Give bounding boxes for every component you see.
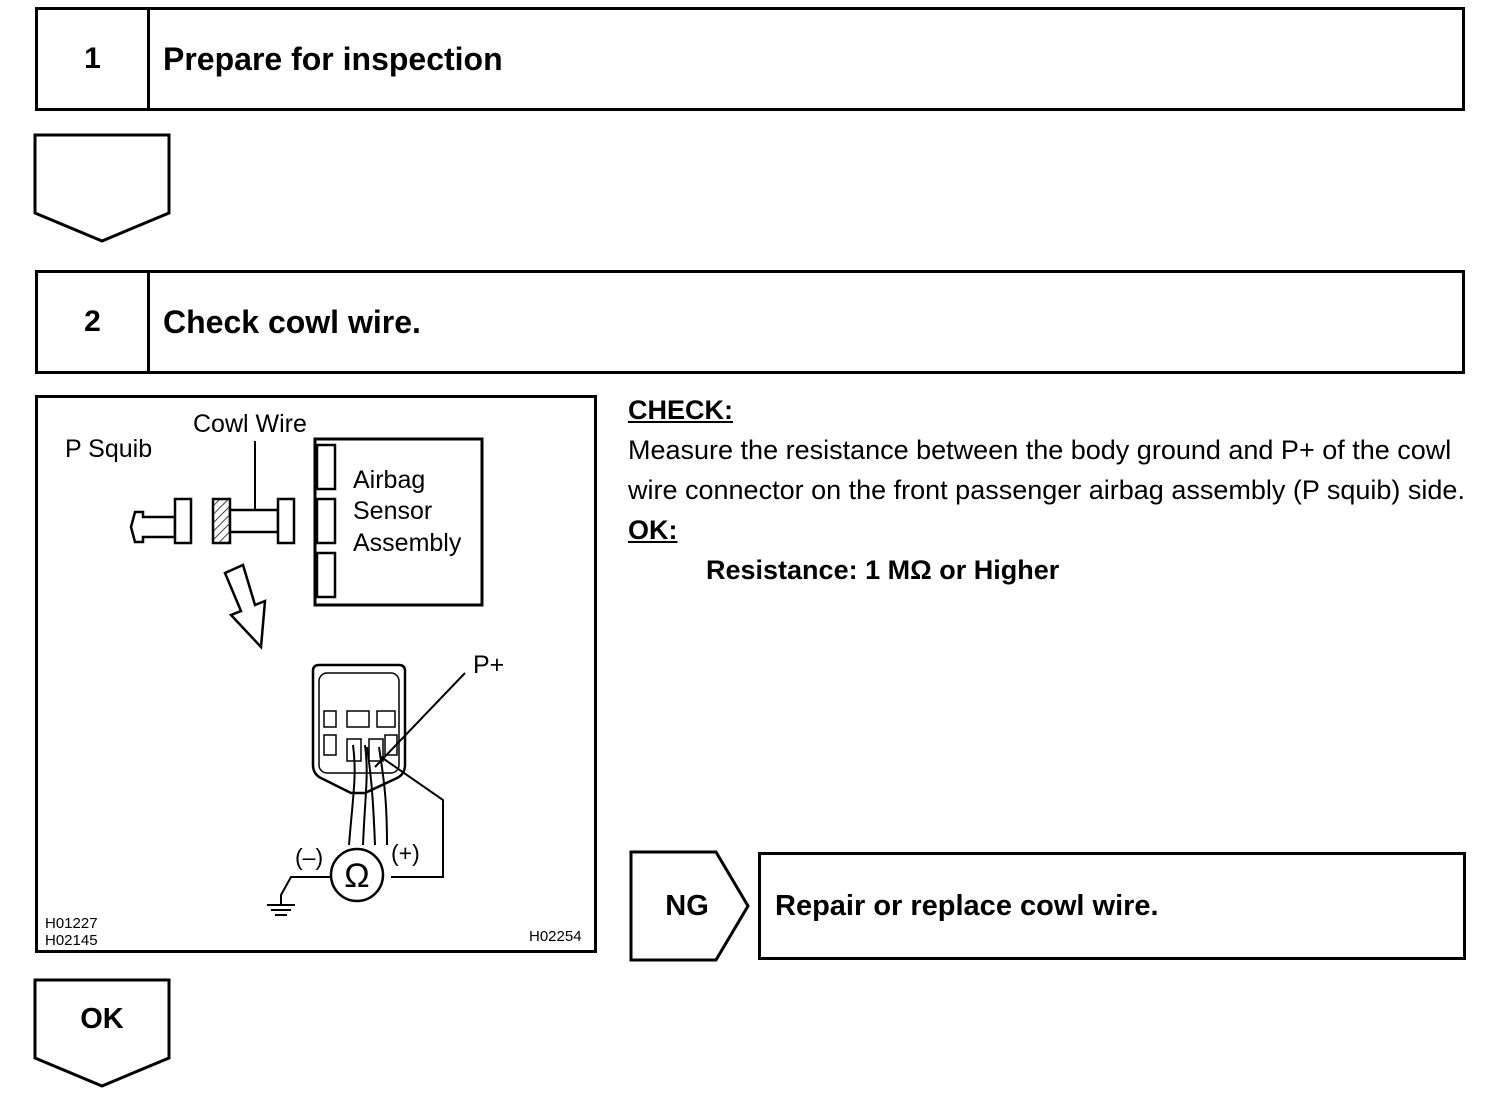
- diagram-label-p-plus: P+: [473, 651, 504, 679]
- ok-arrow-shape: [33, 978, 171, 1088]
- diagram-code-left-1: H01227: [45, 915, 98, 932]
- diagram-code-left-2: H02145: [45, 932, 98, 949]
- check-heading: CHECK:: [628, 395, 733, 425]
- step-2-header: 2 Check cowl wire.: [35, 270, 1465, 374]
- cowl-wire-diagram: P Squib Cowl Wire Airbag Sensor Assembly…: [35, 395, 597, 953]
- diagram-ohm-symbol: Ω: [344, 857, 369, 895]
- resistance-spec: Resistance: 1 MΩ or Higher: [706, 555, 1060, 585]
- step-2-title: Check cowl wire.: [163, 303, 421, 340]
- ok-label: OK: [80, 1002, 124, 1035]
- ng-label: NG: [665, 889, 709, 922]
- diagram-label-p-squib: P Squib: [65, 435, 152, 463]
- diagram-label-cowl-wire: Cowl Wire: [193, 410, 307, 438]
- check-body: Measure the resistance between the body …: [628, 435, 1465, 505]
- step-1-number: 1: [38, 10, 150, 108]
- check-section: CHECK: Measure the resistance between th…: [628, 390, 1478, 590]
- ok-heading: OK:: [628, 515, 678, 545]
- flow-arrow-step1: [33, 133, 171, 243]
- step-1-title: Prepare for inspection: [163, 40, 503, 77]
- step-1-header: 1 Prepare for inspection: [35, 7, 1465, 111]
- diagram-label-plus: (+): [391, 840, 420, 866]
- diagram-label-airbag-1: Airbag: [353, 466, 425, 494]
- diagram-code-right: H02254: [529, 928, 582, 945]
- diagram-label-minus: (–): [295, 844, 323, 870]
- diagram-label-airbag-3: Assembly: [353, 529, 462, 557]
- ng-action-box: Repair or replace cowl wire.: [758, 852, 1466, 960]
- step-2-number: 2: [38, 273, 150, 371]
- ng-arrow-shape: [629, 850, 750, 962]
- diagram-label-airbag-2: Sensor: [353, 497, 432, 525]
